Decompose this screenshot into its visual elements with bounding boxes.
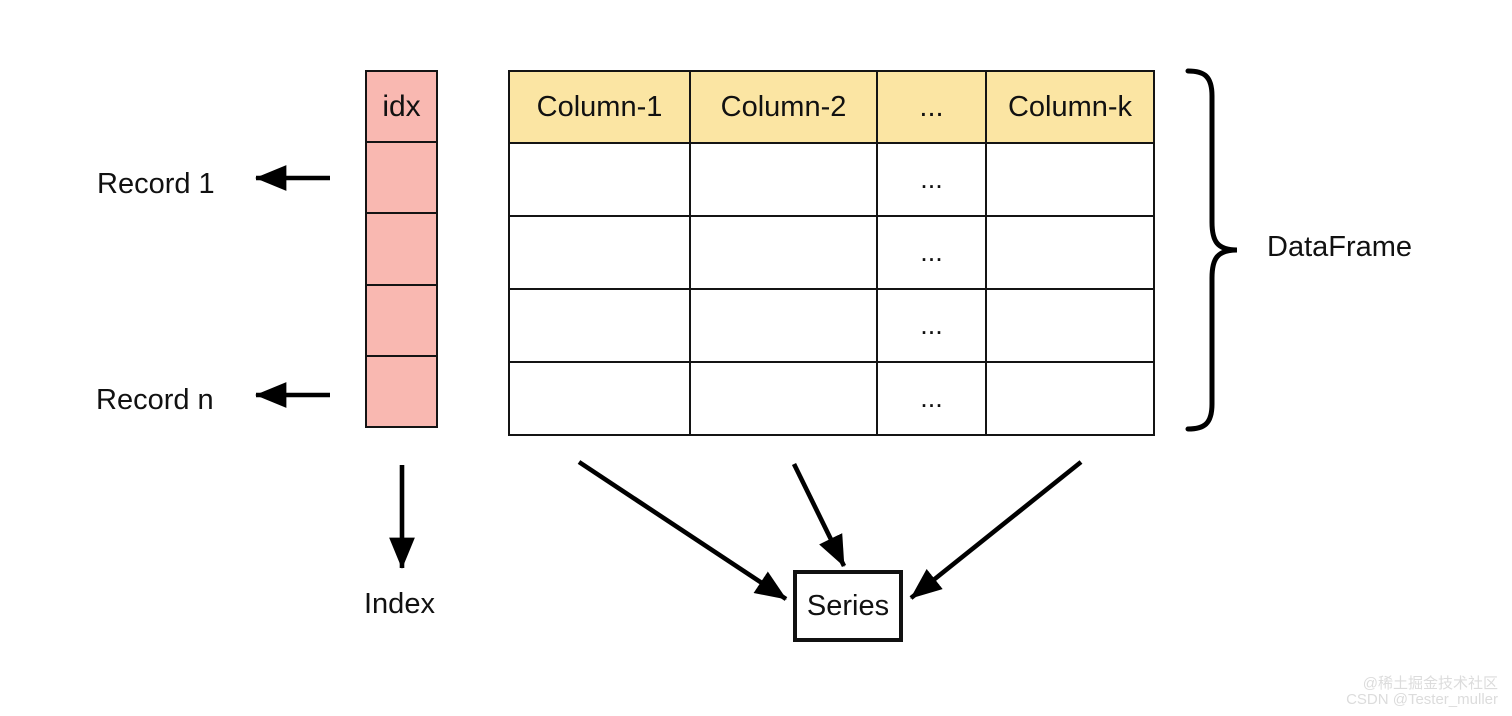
table-row: ... <box>508 215 1155 290</box>
column-header-2: Column-2 <box>689 70 878 144</box>
index-column: idx <box>365 70 438 428</box>
series-label: Series <box>806 589 890 622</box>
table-cell <box>508 288 691 363</box>
watermark: @稀土掘金技术社区 CSDN @Tester_muller <box>1346 676 1498 708</box>
dataframe-label: DataFrame <box>1267 231 1413 263</box>
record-1-label: Record 1 <box>97 168 215 200</box>
watermark-line-1: @稀土掘金技术社区 <box>1362 675 1498 692</box>
column-header-ellipsis: ... <box>876 70 987 144</box>
table-cell-ellipsis: ... <box>876 288 987 363</box>
table-row: ... <box>508 288 1155 363</box>
table-row: ... <box>508 361 1155 436</box>
column-header-1: Column-1 <box>508 70 691 144</box>
table-cell-ellipsis: ... <box>876 361 987 436</box>
table-cell <box>985 142 1155 217</box>
column-k-to-series-arrow <box>909 460 1083 600</box>
table-cell <box>508 142 691 217</box>
table-cell <box>689 215 878 290</box>
index-cell <box>367 214 436 286</box>
index-label: Index <box>364 588 435 620</box>
table-cell <box>508 361 691 436</box>
table-cell-ellipsis: ... <box>876 215 987 290</box>
series-box: Series <box>793 570 903 642</box>
table-cell <box>985 215 1155 290</box>
table-cell-ellipsis: ... <box>876 142 987 217</box>
dataframe-table: Column-1 Column-2 ... Column-k ... ... <box>508 70 1155 436</box>
table-cell <box>689 361 878 436</box>
index-cell <box>367 357 436 426</box>
table-cell <box>985 361 1155 436</box>
table-row: ... <box>508 142 1155 217</box>
record-n-label: Record n <box>96 384 214 416</box>
table-cell <box>985 288 1155 363</box>
table-cell <box>689 288 878 363</box>
column-1-to-series-arrow <box>577 460 788 601</box>
table-cell <box>689 142 878 217</box>
index-cell <box>367 143 436 215</box>
index-cell <box>367 286 436 357</box>
column-2-to-series-arrow <box>791 462 847 568</box>
header-row: Column-1 Column-2 ... Column-k <box>508 70 1155 144</box>
dataframe-brace <box>1185 68 1238 432</box>
index-column-header: idx <box>367 72 436 143</box>
table-cell <box>508 215 691 290</box>
watermark-line-2: CSDN @Tester_muller <box>1346 691 1498 708</box>
column-header-k: Column-k <box>985 70 1155 144</box>
